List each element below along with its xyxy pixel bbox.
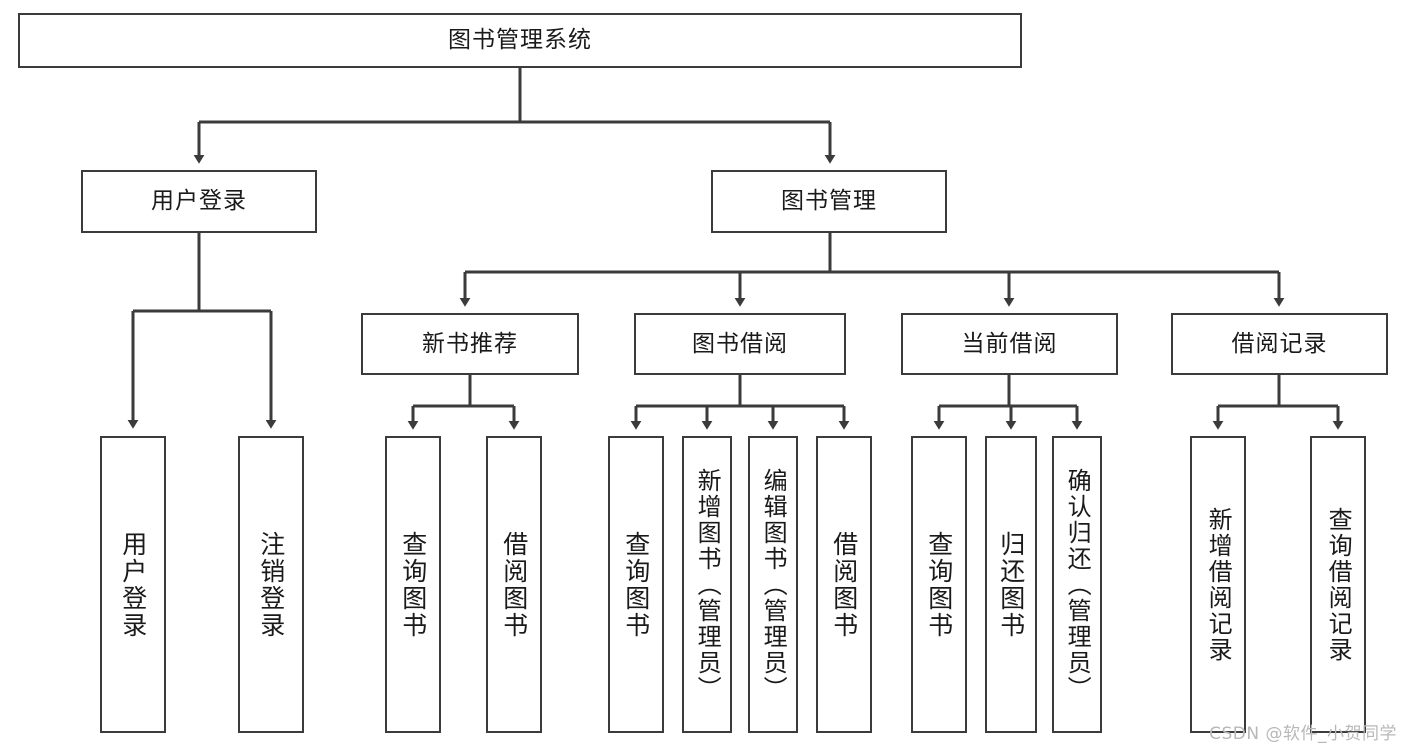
level3-node-0-label: 新书推荐 [422,330,518,357]
level3-node-1-label: 图书借阅 [692,330,788,357]
leaf-node-4[interactable]: 查询图书 [608,436,664,733]
level3-node-3[interactable]: 借阅记录 [1171,313,1388,375]
leaf-node-9-label: 归还图书 [996,530,1026,639]
leaf-node-3-label: 借阅图书 [499,530,529,639]
level3-node-3-label: 借阅记录 [1231,330,1328,357]
leaf-node-3[interactable]: 借阅图书 [486,436,542,733]
leaf-node-11-label: 新增借阅记录 [1204,506,1233,663]
leaf-node-6-label: 编辑图书（管理员） [759,467,788,702]
leaf-node-12-label: 查询借阅记录 [1324,506,1353,663]
root-node-book-management-system[interactable]: 图书管理系统 [18,13,1022,68]
leaf-node-10-label: 确认归还（管理员） [1063,467,1092,702]
leaf-node-8-label: 查询图书 [924,530,954,639]
leaf-node-2-label: 查询图书 [398,530,428,639]
leaf-node-1[interactable]: 注销登录 [238,436,304,733]
level3-node-2-label: 当前借阅 [961,330,1058,357]
leaf-node-11[interactable]: 新增借阅记录 [1190,436,1246,733]
level2-node-1[interactable]: 图书管理 [711,170,947,233]
leaf-node-0-label: 用户登录 [118,530,148,639]
level3-node-0[interactable]: 新书推荐 [361,313,579,375]
level2-node-0[interactable]: 用户登录 [81,170,317,233]
level2-node-0-label: 用户登录 [151,188,247,215]
leaf-node-2[interactable]: 查询图书 [385,436,441,733]
level3-node-2[interactable]: 当前借阅 [901,313,1118,375]
leaf-node-8[interactable]: 查询图书 [911,436,967,733]
watermark-text: CSDN @软件_小贺同学 [1209,724,1397,744]
level3-node-1[interactable]: 图书借阅 [634,313,846,375]
leaf-node-4-label: 查询图书 [621,530,651,639]
leaf-node-1-label: 注销登录 [256,530,286,639]
leaf-node-6[interactable]: 编辑图书（管理员） [748,436,798,733]
leaf-node-5[interactable]: 新增图书（管理员） [682,436,732,733]
leaf-node-0[interactable]: 用户登录 [100,436,166,733]
leaf-node-12[interactable]: 查询借阅记录 [1310,436,1366,733]
leaf-node-10[interactable]: 确认归还（管理员） [1052,436,1102,733]
leaf-node-7[interactable]: 借阅图书 [816,436,872,733]
level2-node-1-label: 图书管理 [781,188,877,215]
root-node-book-management-system-label: 图书管理系统 [448,27,592,54]
leaf-node-7-label: 借阅图书 [829,530,859,639]
leaf-node-9[interactable]: 归还图书 [985,436,1037,733]
leaf-node-5-label: 新增图书（管理员） [693,467,722,702]
